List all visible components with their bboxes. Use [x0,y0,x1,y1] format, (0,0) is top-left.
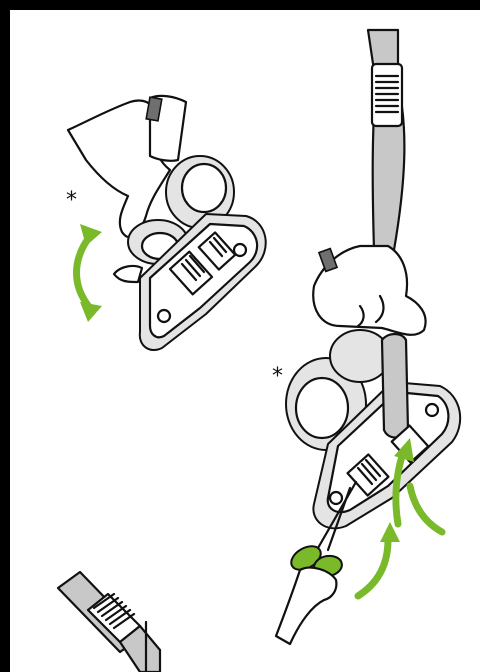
wheel-front-right [330,492,342,504]
step-wand-coupling-detail [58,572,160,672]
motor-cap [182,164,226,212]
step-rotate-brush-head [68,96,266,350]
asterisk-note-left: * [66,190,77,212]
wheel-front [158,310,170,322]
motor-cap-right [296,378,348,438]
neck-ring-right [330,330,390,382]
wand-clip-right [319,249,337,272]
wheel-rear [234,244,246,256]
release-tab [114,266,142,282]
asterisk-note-right: * [272,366,283,388]
cleaner-handle-bar [382,334,408,438]
hand-with-scissors [276,568,336,644]
step-cut-tangled-hair [276,30,460,644]
instruction-illustration-panel: * * [10,10,480,672]
double-curved-arrow-icon [77,224,103,322]
coupling-grip-lines [376,76,398,112]
wheel-rear-right [426,404,438,416]
illustration-canvas [10,10,480,672]
